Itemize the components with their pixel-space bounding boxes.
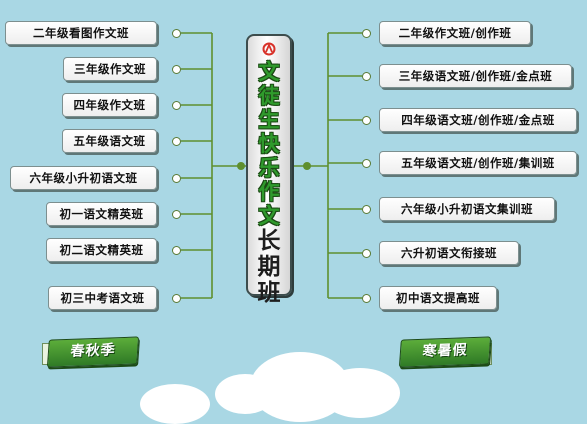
left-course-button[interactable]: 初二语文精英班: [46, 238, 157, 262]
title-char: 文: [258, 204, 280, 228]
right-course-button[interactable]: 三年级语文班/创作班/金点班: [379, 64, 572, 88]
right-course-button[interactable]: 六升初语文衔接班: [379, 241, 519, 265]
connector-node: [172, 174, 181, 183]
left-course-button[interactable]: 初三中考语文班: [48, 286, 157, 310]
title-char: 作: [258, 180, 280, 204]
cloud: [140, 384, 210, 424]
connector-node: [172, 294, 181, 303]
connector-node: [362, 249, 371, 258]
long-term-char: 班: [257, 280, 281, 306]
connector-node: [172, 65, 181, 74]
connector-node: [362, 116, 371, 125]
connector-node: [362, 294, 371, 303]
connector-node: [172, 29, 181, 38]
right-course-button[interactable]: 二年级作文班/创作班: [379, 21, 531, 45]
winter-summer-label: 寒暑假: [421, 342, 469, 360]
title-char: 生: [258, 108, 280, 132]
long-term-char: 长: [257, 228, 281, 254]
cloud: [320, 368, 400, 418]
connector-node: [172, 210, 181, 219]
left-course-button[interactable]: 二年级看图作文班: [5, 21, 157, 45]
red-pen-logo-icon: [262, 42, 276, 56]
spring-autumn-label: 春秋季: [69, 342, 117, 360]
left-course-button[interactable]: 三年级作文班: [63, 57, 157, 81]
right-course-button[interactable]: 六年级小升初语文集训班: [379, 197, 555, 221]
left-course-button[interactable]: 四年级作文班: [62, 93, 157, 117]
connector-node: [172, 137, 181, 146]
left-course-button[interactable]: 初一语文精英班: [46, 202, 157, 226]
right-course-button[interactable]: 初中语文提高班: [379, 286, 497, 310]
title-char: 乐: [258, 156, 280, 180]
connector-node: [362, 159, 371, 168]
title-char: 文: [258, 60, 280, 84]
title-char: 徒: [258, 84, 280, 108]
connector-node: [172, 101, 181, 110]
long-term-char: 期: [257, 254, 281, 280]
connector-node: [362, 72, 371, 81]
title-text: 文 徒 生 快 乐 作 文 长 期 班: [248, 60, 290, 306]
title-char: 快: [258, 132, 280, 156]
winter-summer-ribbon[interactable]: 寒暑假: [398, 336, 492, 368]
hub-dot: [303, 162, 311, 170]
cloud: [215, 374, 275, 414]
left-course-button[interactable]: 五年级语文班: [62, 129, 157, 153]
right-course-button[interactable]: 四年级语文班/创作班/金点班: [379, 108, 577, 132]
connector-node: [172, 246, 181, 255]
hub-dot: [237, 162, 245, 170]
right-course-button[interactable]: 五年级语文班/创作班/集训班: [379, 151, 577, 175]
spring-autumn-ribbon[interactable]: 春秋季: [46, 336, 140, 368]
connector-node: [362, 29, 371, 38]
left-course-button[interactable]: 六年级小升初语文班: [10, 166, 157, 190]
connector-lines: [181, 32, 362, 299]
connector-node: [362, 205, 371, 214]
title-panel: 文 徒 生 快 乐 作 文 长 期 班: [246, 34, 292, 306]
